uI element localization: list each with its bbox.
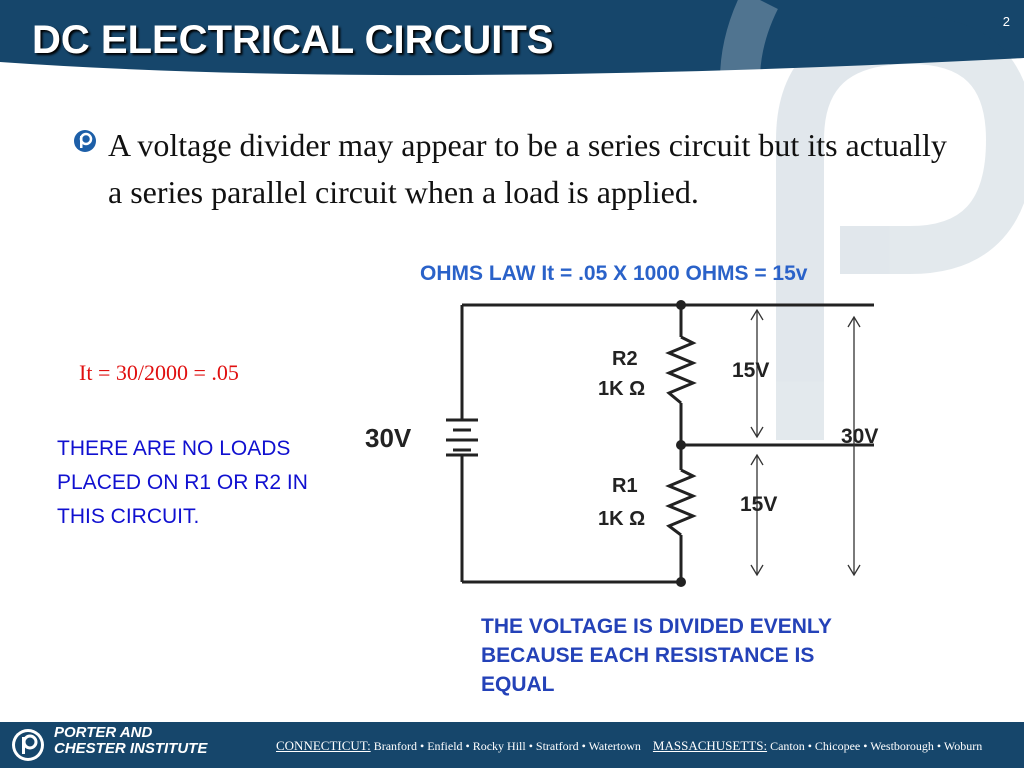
footer-locations: CONNECTICUT: Branford • Enfield • Rocky … bbox=[276, 738, 982, 754]
current-formula: It = 30/2000 = .05 bbox=[79, 360, 239, 385]
total-voltage-label: 30V bbox=[841, 425, 878, 448]
source-voltage-label: 30V bbox=[365, 423, 412, 453]
porter-chester-footer-logo-icon bbox=[12, 729, 44, 761]
r1-value-label: 1K Ω bbox=[598, 508, 645, 530]
voltage-divided-note: THE VOLTAGE IS DIVIDED EVENLY BECAUSE EA… bbox=[481, 615, 832, 696]
page-number: 2 bbox=[1002, 14, 1010, 29]
footer-brand-line1: PORTER AND bbox=[54, 724, 153, 741]
r2-drop-label: 15V bbox=[732, 359, 769, 382]
footer-brand-line2: CHESTER INSTITUTE bbox=[54, 740, 208, 757]
no-loads-note: THERE ARE NO LOADS PLACED ON R1 OR R2 IN… bbox=[57, 437, 308, 528]
r2-label: R2 bbox=[612, 348, 638, 370]
r1-drop-label: 15V bbox=[740, 493, 777, 516]
footer-ma-state: MASSACHUSETTS: bbox=[652, 738, 768, 753]
node-bottom bbox=[676, 577, 686, 587]
slide-header: DC ELECTRICAL CIRCUITS 2 bbox=[0, 0, 1024, 80]
footer-ma-locations: Canton • Chicopee • Westborough • Woburn bbox=[770, 739, 983, 753]
battery-symbol bbox=[446, 418, 478, 457]
watermark-logo bbox=[720, 0, 1024, 440]
footer-ct-state: CONNECTICUT: bbox=[276, 738, 371, 753]
header-curve-decoration bbox=[0, 58, 1024, 80]
slide-title: DC ELECTRICAL CIRCUITS bbox=[32, 18, 554, 62]
voltage-divider-circuit: 30V R2 1K Ω R1 1K Ω 15V 15V 30V bbox=[365, 300, 878, 587]
r1-resistor bbox=[665, 468, 697, 537]
node-middle bbox=[676, 440, 686, 450]
footer-brand: PORTER AND CHESTER INSTITUTE bbox=[54, 725, 207, 757]
porter-chester-logo-icon bbox=[72, 128, 98, 154]
ohms-law-title: OHMS LAW It = .05 X 1000 OHMS = 15v bbox=[420, 262, 808, 285]
footer-ct-locations: Branford • Enfield • Rocky Hill • Stratf… bbox=[373, 739, 641, 753]
slide-footer: PORTER AND CHESTER INSTITUTE CONNECTICUT… bbox=[0, 722, 1024, 768]
r2-value-label: 1K Ω bbox=[598, 378, 645, 400]
bullet-text: A voltage divider may appear to be a ser… bbox=[108, 127, 947, 210]
r2-resistor bbox=[665, 335, 697, 405]
r1-label: R1 bbox=[612, 475, 638, 497]
node-top bbox=[676, 300, 686, 310]
